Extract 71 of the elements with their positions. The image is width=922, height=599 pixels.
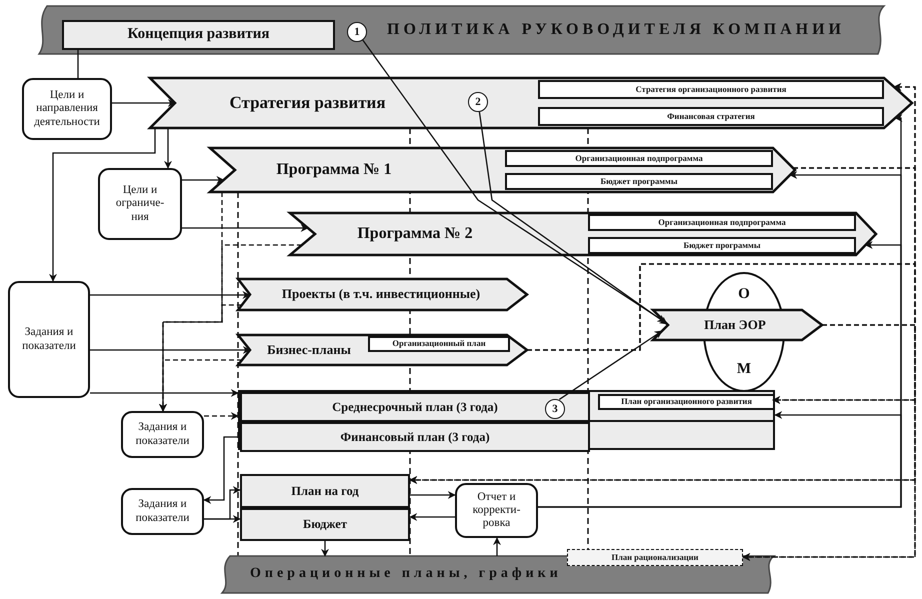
- rounded-box: [98, 168, 182, 240]
- arrow: [493, 537, 501, 556]
- rounded-box: [8, 281, 90, 398]
- label: Отчет и корректи- ровка: [472, 490, 522, 530]
- label: Бюджет: [302, 517, 347, 532]
- chevron-arrow-shape: [238, 335, 527, 365]
- arrow: [478, 112, 668, 325]
- arrow: [90, 291, 250, 299]
- label: План ЭОР: [704, 318, 766, 332]
- label: М: [736, 360, 752, 378]
- banner-title: Операционные планы, графики: [250, 566, 562, 583]
- label: Стратегия организационного развития: [636, 84, 786, 94]
- label: Задания и показатели: [134, 421, 190, 448]
- rounded-box: [121, 411, 204, 458]
- rounded-box: [22, 78, 112, 140]
- label: 1: [354, 26, 360, 38]
- table-row: [240, 508, 410, 541]
- dashed-box: [567, 549, 743, 566]
- label: О: [738, 286, 750, 304]
- arrow: [112, 99, 176, 107]
- label: Цели и ограниче- ния: [114, 184, 166, 224]
- plan-block: [238, 390, 775, 450]
- chevron-arrow-shape: [150, 78, 912, 128]
- label: Цели и направления деятельности: [33, 89, 101, 129]
- label: Стратегия развития: [229, 93, 386, 113]
- label: План организационного развития: [621, 397, 752, 407]
- label: Концепция развития: [127, 26, 270, 44]
- arrow: [90, 389, 239, 397]
- banner-title: ПОЛИТИКА РУКОВОДИТЕЛЯ КОМПАНИИ: [387, 20, 845, 40]
- label: Задания и показатели: [134, 498, 190, 525]
- arrow: [49, 128, 156, 282]
- label: Бизнес-планы: [267, 342, 351, 358]
- arrow: [527, 263, 916, 561]
- arrow: [203, 436, 238, 504]
- label: 3: [552, 402, 558, 416]
- label: План рационализации: [612, 552, 698, 562]
- arrow: [204, 412, 239, 420]
- arrow: [90, 346, 251, 354]
- label: Финансовый план (3 года): [340, 430, 490, 444]
- rounded-box: [121, 488, 204, 535]
- label: Финансовая стратегия: [667, 112, 755, 122]
- label: Среднесрочный план (3 года): [332, 400, 498, 414]
- banner: [218, 556, 778, 593]
- label: Организационный план: [392, 339, 486, 349]
- arrow: [159, 192, 223, 412]
- chevron-arrow-shape: [653, 310, 822, 340]
- arrow: [182, 224, 309, 232]
- arrow: [204, 515, 241, 523]
- label: Задания и показатели: [21, 326, 77, 353]
- sub-box: [368, 336, 510, 352]
- process-box: [62, 20, 335, 50]
- number-circle: [545, 399, 565, 419]
- connector-line: [77, 50, 79, 78]
- table-row: [240, 474, 410, 508]
- label: Проекты (в т.ч. инвестиционные): [282, 287, 480, 302]
- label: План на год: [291, 484, 359, 498]
- sub-box: [538, 107, 884, 126]
- arrow: [410, 491, 456, 499]
- arrow: [164, 128, 172, 169]
- table-row: [240, 422, 590, 452]
- sub-box: [598, 394, 775, 410]
- label: 2: [475, 96, 481, 108]
- chevron-arrow-shape: [238, 279, 527, 310]
- arrow: [321, 541, 329, 557]
- rounded-box: [455, 483, 538, 538]
- banner: [35, 6, 888, 54]
- table-row: [240, 392, 590, 422]
- sub-box: [538, 80, 884, 99]
- arrow: [409, 513, 455, 521]
- arrow: [558, 330, 663, 400]
- arrow: [538, 411, 902, 508]
